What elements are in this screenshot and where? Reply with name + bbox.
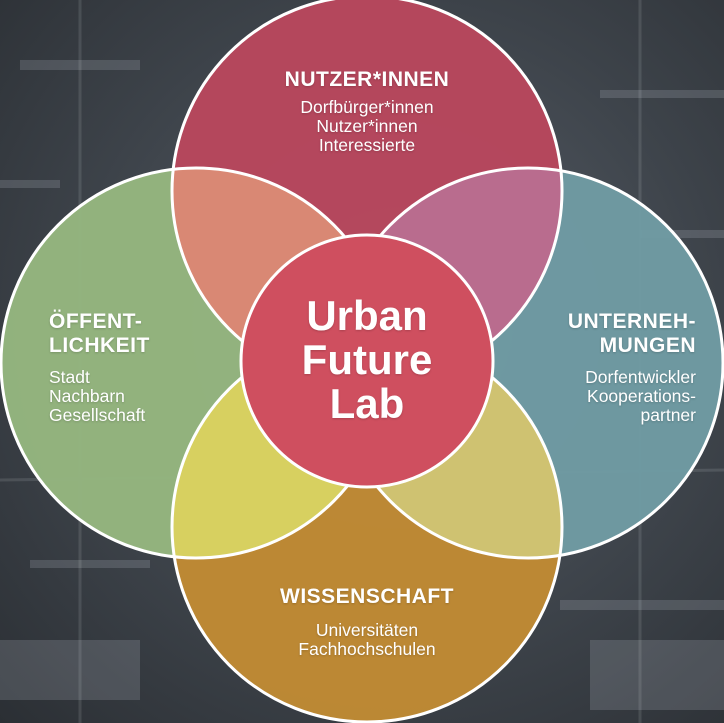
item-fachhochschulen: Fachhochschulen <box>298 639 436 659</box>
item-nachbarn: Nachbarn <box>49 386 125 406</box>
label-oeffentlichkeit: ÖFFENT- LICHKEIT Stadt Nachbarn Gesellsc… <box>49 310 239 425</box>
title-oeffentlichkeit-1: ÖFFENT- <box>49 310 143 333</box>
item-stadt: Stadt <box>49 367 90 387</box>
title-oeffentlichkeit-2: LICHKEIT <box>49 334 150 357</box>
center-line-2: Future <box>301 336 433 383</box>
item-dorfentwickler: Dorfentwickler <box>585 367 696 387</box>
center-label: Urban Future Lab <box>267 294 467 426</box>
center-line-1: Urban <box>306 292 428 339</box>
label-unternehmungen: UNTERNEH- MUNGEN Dorfentwickler Kooperat… <box>484 310 696 425</box>
title-unternehmungen-2: MUNGEN <box>599 334 696 357</box>
item-universitaeten: Universitäten <box>315 620 419 640</box>
title-unternehmungen-1: UNTERNEH- <box>567 310 696 333</box>
center-circle <box>239 233 495 489</box>
title-nutzer-innen: NUTZER*INNEN <box>284 68 450 91</box>
item-nutzer-innen: Nutzer*innen <box>316 116 418 136</box>
center-line-3: Lab <box>329 380 405 427</box>
item-interessierte: Interessierte <box>318 135 416 155</box>
item-kooperations: Kooperations- <box>587 386 696 406</box>
label-nutzer-innen: NUTZER*INNEN Dorfbürger*innen Nutzer*inn… <box>217 68 517 155</box>
item-gesellschaft: Gesellschaft <box>49 405 146 425</box>
title-wissenschaft: WISSENSCHAFT <box>280 585 454 608</box>
item-dorfbuerger-innen: Dorfbürger*innen <box>300 97 434 117</box>
item-partner: partner <box>640 405 696 425</box>
label-wissenschaft: WISSENSCHAFT Universitäten Fachhochschul… <box>217 585 517 659</box>
